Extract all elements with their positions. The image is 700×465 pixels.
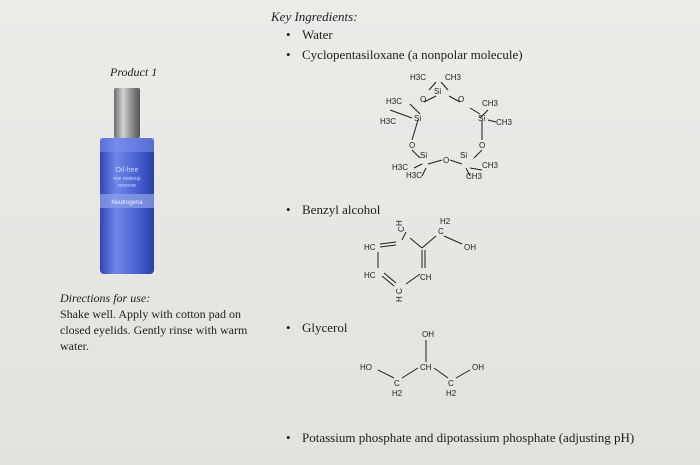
bottle-text: Oil-free: [116, 167, 139, 174]
chem-label: Si: [478, 114, 485, 123]
chem-label: Si: [460, 151, 467, 160]
chem-label: H2: [440, 217, 451, 226]
chem-label: HC: [364, 271, 376, 280]
bottle-text: eye makeup: [113, 176, 140, 182]
glycerol-structure: OH HO CH OH C H2 C H2: [360, 330, 484, 398]
chem-label: H3C: [386, 97, 402, 106]
chem-label: C: [397, 226, 406, 232]
directions-text: Shake well. Apply with cotton pad on clo…: [60, 307, 248, 353]
chem-label: OH: [422, 330, 434, 339]
chem-label: CH: [420, 363, 432, 372]
chem-label: O: [409, 141, 415, 150]
cyclopentasiloxane-structure: H3C CH3 H3C H3C CH3 CH3 H3C H3C CH3 CH3 …: [380, 73, 513, 181]
ingredient-label: Glycerol: [302, 320, 348, 335]
bottle-brand: Neutrogena: [111, 200, 143, 206]
chem-label: H3C: [410, 73, 426, 82]
bullet-dot: •: [286, 320, 291, 335]
chem-label: H3C: [406, 171, 422, 180]
chem-label: C: [395, 288, 404, 294]
ingredient-label: Water: [302, 27, 333, 42]
chem-label: H: [395, 296, 404, 302]
chem-label: CH3: [466, 172, 483, 181]
chem-label: HC: [364, 243, 376, 252]
benzyl-alcohol-structure: H C HC HC CH C H H2 C OH: [364, 217, 476, 302]
chem-label: OH: [472, 363, 484, 372]
key-ingredients-heading: Key Ingredients:: [271, 9, 358, 24]
ingredient-label: Cyclopentasiloxane (a nonpolar molecule): [302, 47, 523, 62]
chem-label: H2: [446, 389, 457, 398]
chem-label: CH: [420, 273, 432, 282]
chem-label: CH3: [482, 99, 499, 108]
chem-label: H2: [392, 389, 403, 398]
chem-label: H3C: [392, 163, 408, 172]
chem-label: CH3: [445, 73, 462, 82]
product-label: Product 1: [110, 65, 158, 79]
chem-label: O: [458, 95, 464, 104]
chem-label: C: [448, 379, 454, 388]
chem-label: C: [438, 227, 444, 236]
ingredient-label: Benzyl alcohol: [302, 202, 381, 217]
chem-label: HO: [360, 363, 372, 372]
chem-label: H3C: [380, 117, 396, 126]
chem-label: O: [420, 95, 426, 104]
chem-label: H: [395, 220, 404, 226]
product-bottle-image: Oil-free eye makeup remover Neutrogena: [100, 88, 154, 274]
chem-label: O: [479, 141, 485, 150]
chem-label: CH3: [496, 118, 513, 127]
chem-label: O: [443, 156, 449, 165]
ingredient-label: Potassium phosphate and dipotassium phos…: [302, 430, 635, 445]
bottle-cap: [114, 88, 140, 138]
bullet-dot: •: [286, 27, 291, 42]
chem-label: CH3: [482, 161, 499, 170]
chem-label: Si: [414, 114, 421, 123]
ingredient-item: • Potassium phosphate and dipotassium pho…: [286, 430, 634, 446]
directions-heading: Directions for use:: [60, 291, 151, 305]
bullet-dot: •: [286, 430, 291, 445]
chem-label: Si: [434, 87, 441, 96]
ingredient-item: • Glycerol: [286, 320, 347, 336]
chem-label: C: [394, 379, 400, 388]
chem-label: OH: [464, 243, 476, 252]
bottle-text: remover: [118, 183, 137, 189]
ingredient-item: • Cyclopentasiloxane (a nonpolar molecule…: [286, 47, 523, 63]
ingredient-item: • Benzyl alcohol: [286, 202, 380, 218]
chem-label: Si: [420, 151, 427, 160]
bullet-dot: •: [286, 202, 291, 217]
bullet-dot: •: [286, 47, 291, 62]
ingredient-item: • Water: [286, 27, 333, 43]
